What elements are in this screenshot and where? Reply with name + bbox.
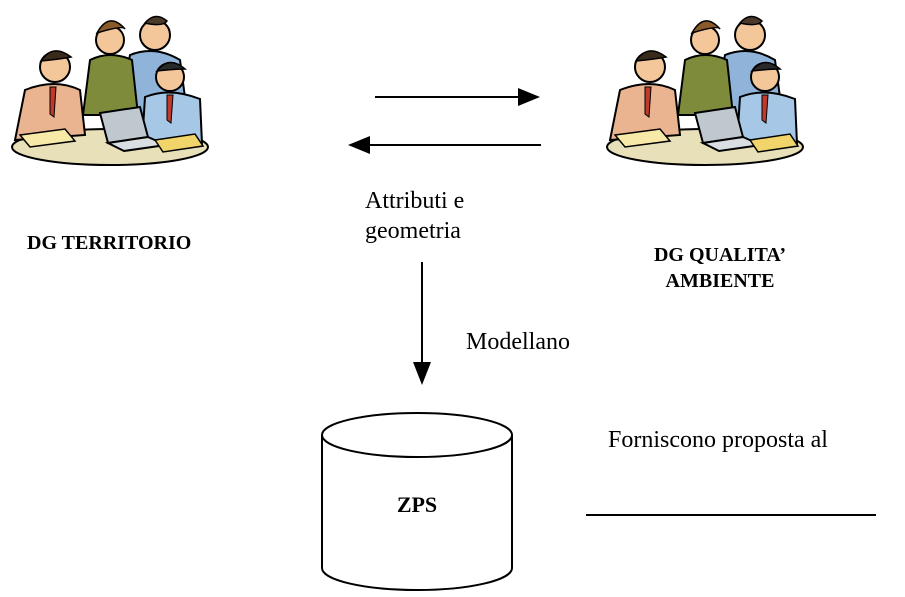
exchange-label: Attributi e geometria — [365, 186, 545, 246]
right-group-label-line2: AMBIENTE — [665, 270, 775, 292]
proposal-label-text: Forniscono proposta al — [608, 427, 828, 453]
exchange-label-line2: geometria — [365, 218, 461, 244]
left-group-label: DG TERRITORIO — [27, 230, 267, 256]
database-label-text: ZPS — [396, 492, 438, 517]
database-cylinder-icon — [321, 412, 513, 591]
right-group-label: DG QUALITA’ AMBIENTE — [600, 242, 840, 294]
right-team-illustration — [600, 5, 810, 170]
arrow-right-icon — [375, 88, 540, 106]
exchange-label-line1: Attributi e — [365, 188, 465, 214]
down-arrow-label: Modellano — [466, 327, 570, 357]
database-label: ZPS — [322, 492, 512, 518]
business-team-icon — [606, 15, 804, 166]
proposal-label: Forniscono proposta al — [608, 425, 898, 455]
down-arrow-label-text: Modellano — [466, 329, 570, 355]
arrow-down-icon — [413, 262, 431, 385]
left-team-illustration — [5, 5, 215, 170]
business-team-icon — [11, 15, 209, 166]
left-group-label-text: DG TERRITORIO — [27, 232, 192, 254]
arrow-left-icon — [348, 136, 541, 154]
right-group-label-line1: DG QUALITA’ — [653, 244, 787, 266]
